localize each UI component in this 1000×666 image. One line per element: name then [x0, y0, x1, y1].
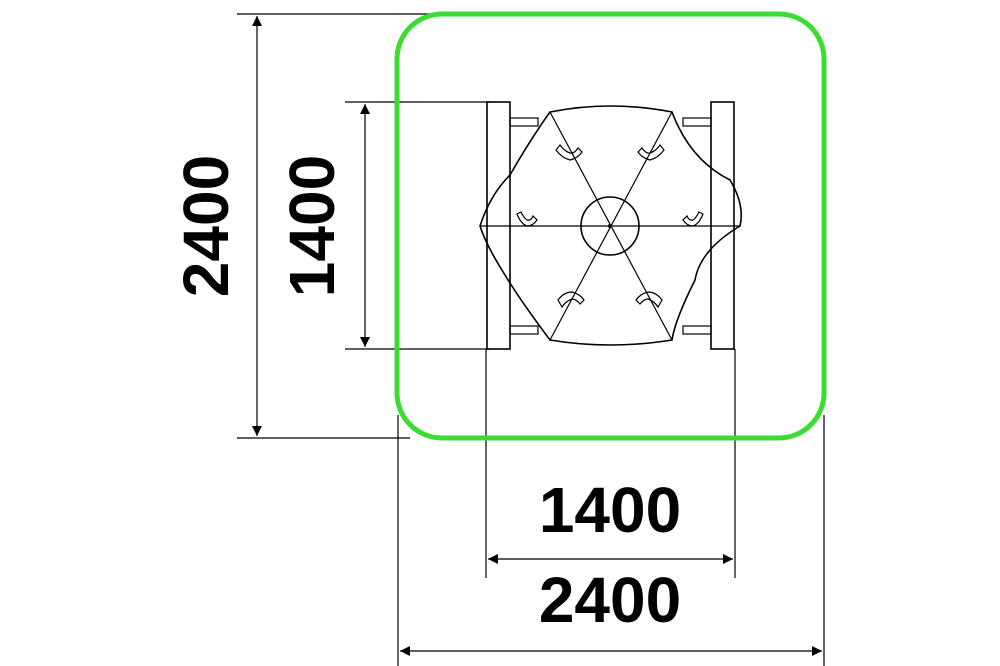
overall-width-label: 2400: [539, 564, 681, 636]
carousel-platform: [479, 105, 743, 346]
overall-height-label: 2400: [170, 155, 242, 297]
inner-width-label: 1400: [539, 474, 681, 546]
left-bottom-bar: [509, 325, 539, 335]
left-top-bar: [509, 117, 539, 127]
safety-zone-outline: [394, 11, 827, 441]
handle-icon: [637, 143, 665, 161]
inner-height-label: 1400: [276, 155, 348, 297]
handle-icon: [516, 211, 538, 227]
right-top-bar: [682, 117, 712, 127]
right-bottom-bar: [682, 325, 712, 335]
extension-lines: [237, 13, 825, 666]
handle-icon: [635, 291, 663, 309]
dimension-lines: [252, 15, 822, 656]
center-hub: [580, 196, 640, 256]
handle-icon: [557, 291, 585, 309]
handle-icon: [555, 143, 583, 161]
center-point: [608, 224, 612, 228]
handle-icon: [682, 211, 704, 227]
